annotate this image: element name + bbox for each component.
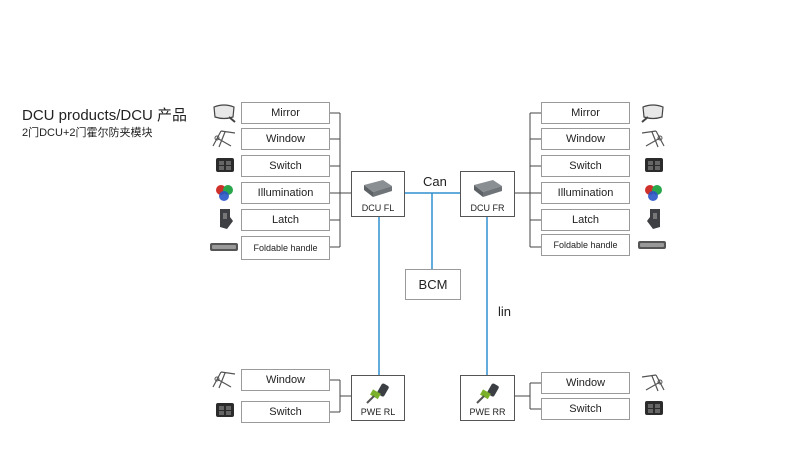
rr-function-window: Window: [541, 372, 630, 394]
rr-function-switch: Switch: [541, 398, 630, 420]
mirror-icon: [213, 104, 236, 123]
window-regulator-icon: [212, 371, 236, 389]
lin-bus-label: lin: [498, 304, 512, 319]
rl-function-window: Window: [241, 369, 330, 391]
ecu-dcu-fl: DCU FL: [351, 171, 405, 217]
left-function-illumination: Illumination: [241, 182, 330, 204]
right-function-illumination: Illumination: [541, 182, 630, 204]
illumination-led-icon: [216, 185, 233, 201]
switch-icon: [216, 158, 234, 172]
dcu-module-icon: [473, 180, 502, 197]
right-function-foldable-handle: Foldable handle: [541, 234, 630, 256]
ecu-pwe-rr: PWE RR: [460, 375, 515, 421]
pwe-connector-icon: [475, 383, 499, 404]
ecu-label: PWE RR: [469, 407, 506, 417]
switch-icon: [216, 403, 234, 417]
left-function-mirror: Mirror: [241, 102, 330, 124]
switch-icon: [645, 401, 663, 415]
ecu-dcu-fr: DCU FR: [460, 171, 515, 217]
left-function-window: Window: [241, 128, 330, 150]
switch-icon: [645, 158, 663, 172]
ecu-label: DCU FL: [361, 203, 395, 213]
left-function-latch: Latch: [241, 209, 330, 231]
mirror-icon: [641, 104, 664, 123]
handle-icon: [210, 243, 238, 251]
rl-function-switch: Switch: [241, 401, 330, 423]
page-title: DCU products/DCU 产品: [22, 107, 188, 124]
ecu-pwe-rl: PWE RL: [351, 375, 405, 421]
left-function-foldable-handle: Foldable handle: [241, 236, 330, 260]
right-function-switch: Switch: [541, 155, 630, 177]
handle-icon: [638, 241, 666, 249]
page-subtitle: 2门DCU+2门霍尔防夹模块: [22, 127, 153, 139]
illumination-led-icon: [645, 185, 662, 201]
left-function-switch: Switch: [241, 155, 330, 177]
ecu-label: DCU FR: [470, 203, 505, 213]
latch-icon: [647, 209, 660, 229]
right-function-mirror: Mirror: [541, 102, 630, 124]
right-function-window: Window: [541, 128, 630, 150]
can-bus-label: Can: [423, 174, 447, 189]
right-function-latch: Latch: [541, 209, 630, 231]
window-regulator-icon: [641, 130, 665, 148]
window-regulator-icon: [212, 130, 236, 148]
dcu-module-icon: [364, 180, 392, 197]
bcm-box: BCM: [405, 269, 461, 300]
pwe-connector-icon: [366, 383, 389, 404]
ecu-label: PWE RL: [360, 407, 396, 417]
window-regulator-icon: [641, 374, 665, 392]
latch-icon: [220, 209, 233, 229]
